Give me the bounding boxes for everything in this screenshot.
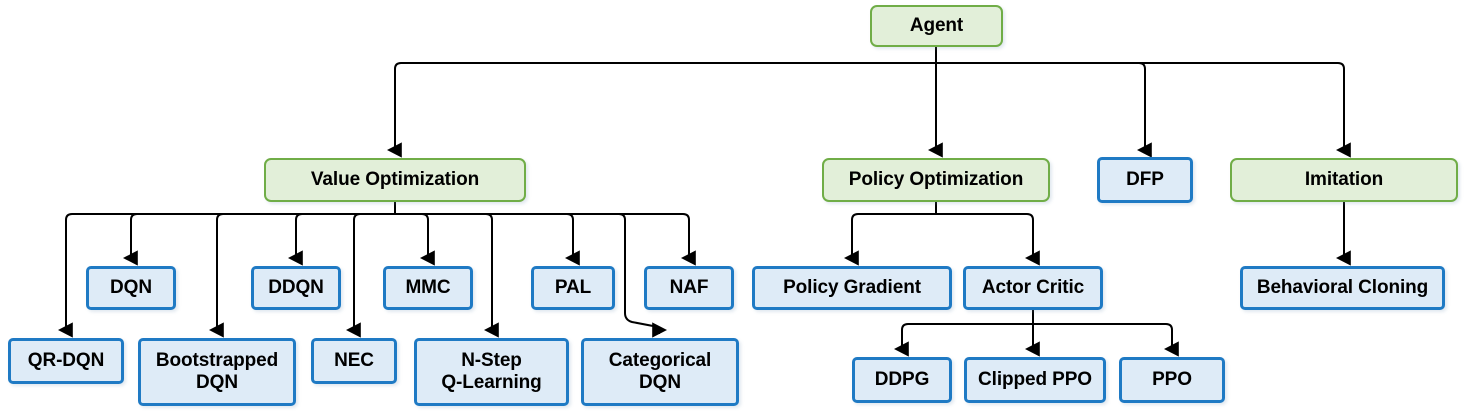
edge-value-optimization-to-mmc [395, 213, 435, 266]
node-label-clipped-ppo: Clipped PPO [978, 368, 1092, 390]
edge-actor-critic-to-ppo [1033, 323, 1179, 357]
edge-agent-to-dfp [936, 62, 1152, 158]
node-qr-dqn[interactable]: QR-DQN [8, 338, 124, 384]
edge-actor-critic-to-ddpg [902, 310, 1034, 349]
edge-value-optimization-to-pal [395, 213, 580, 266]
node-ddpg[interactable]: DDPG [852, 357, 952, 403]
node-label-n-step-q-learning: N-Step Q-Learning [441, 349, 542, 393]
node-bootstrapped-dqn[interactable]: Bootstrapped DQN [138, 338, 296, 406]
node-categorical-dqn[interactable]: Categorical DQN [581, 338, 739, 406]
node-nec[interactable]: NEC [311, 338, 397, 384]
node-clipped-ppo[interactable]: Clipped PPO [964, 357, 1106, 403]
edge-policy-optimization-to-actor-critic [936, 213, 1040, 266]
node-dqn[interactable]: DQN [86, 266, 176, 310]
node-label-naf: NAF [669, 276, 709, 298]
node-label-bootstrapped-dqn: Bootstrapped DQN [155, 349, 279, 393]
node-agent[interactable]: Agent [870, 5, 1003, 47]
node-label-qr-dqn: QR-DQN [27, 349, 105, 371]
node-value-optimization[interactable]: Value Optimization [264, 158, 526, 202]
node-label-policy-optimization: Policy Optimization [848, 168, 1024, 190]
node-label-ddpg: DDPG [874, 368, 930, 390]
node-label-nec: NEC [334, 349, 374, 371]
node-pal[interactable]: PAL [531, 266, 615, 310]
node-label-imitation: Imitation [1304, 168, 1384, 190]
node-actor-critic[interactable]: Actor Critic [963, 266, 1103, 310]
node-label-ppo: PPO [1152, 368, 1192, 390]
node-policy-optimization[interactable]: Policy Optimization [822, 158, 1050, 202]
node-label-pal: PAL [554, 276, 592, 298]
node-label-dqn: DQN [110, 276, 152, 298]
edge-agent-to-imitation [936, 62, 1351, 158]
node-ppo[interactable]: PPO [1119, 357, 1225, 403]
node-label-behavioral-cloning: Behavioral Cloning [1256, 276, 1429, 298]
node-n-step-q-learning[interactable]: N-Step Q-Learning [414, 338, 569, 406]
edge-agent-to-value-optimization [395, 47, 937, 150]
edge-value-optimization-to-dqn [131, 202, 396, 258]
node-label-categorical-dqn: Categorical DQN [608, 349, 712, 393]
node-label-mmc: MMC [405, 276, 451, 298]
node-policy-gradient[interactable]: Policy Gradient [752, 266, 952, 310]
node-mmc[interactable]: MMC [383, 266, 473, 310]
node-behavioral-cloning[interactable]: Behavioral Cloning [1240, 266, 1445, 310]
node-dfp[interactable]: DFP [1097, 157, 1193, 203]
edge-value-optimization-to-ddqn [288, 213, 395, 266]
node-label-agent: Agent [909, 14, 964, 36]
node-label-ddqn: DDQN [268, 276, 324, 298]
node-label-value-optimization: Value Optimization [310, 168, 480, 190]
edge-policy-optimization-to-policy-gradient [852, 202, 937, 258]
node-imitation[interactable]: Imitation [1230, 158, 1458, 202]
edge-value-optimization-to-naf [395, 213, 696, 266]
node-label-actor-critic: Actor Critic [981, 276, 1085, 298]
node-naf[interactable]: NAF [644, 266, 734, 310]
node-ddqn[interactable]: DDQN [251, 266, 341, 310]
node-label-policy-gradient: Policy Gradient [783, 276, 921, 298]
node-label-dfp: DFP [1126, 168, 1164, 190]
